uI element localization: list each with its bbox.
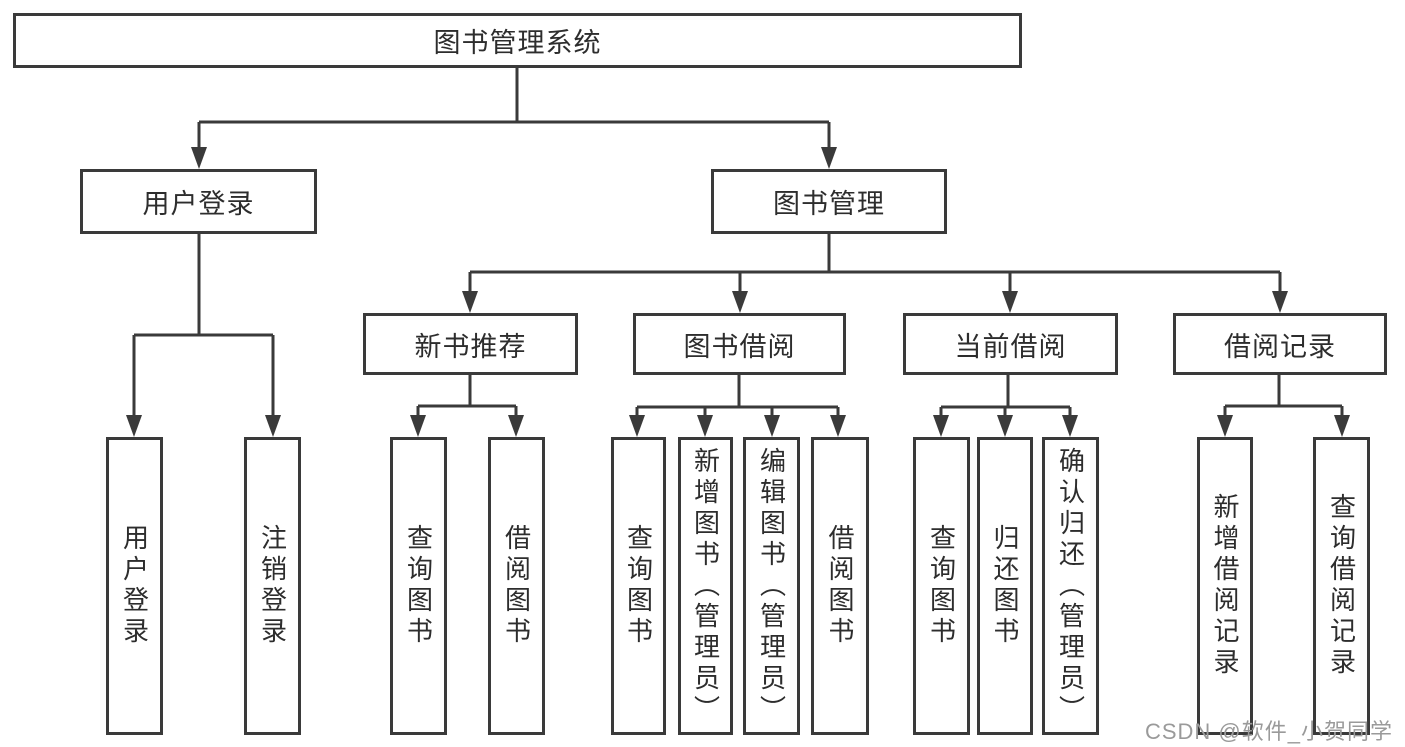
node-book-borrow: 图书借阅 <box>633 313 846 375</box>
connector-recommend <box>416 375 518 418</box>
connector-book-mgmt <box>468 234 1282 294</box>
leaf-borrow-add-books-admin: 新增图书（管理员） <box>678 437 733 735</box>
leaf-records-query-record: 查询借阅记录 <box>1313 437 1370 735</box>
leaf-recommend-query-books: 查询图书 <box>390 437 447 735</box>
connector-root <box>197 68 831 151</box>
leaf-recommend-borrow-books: 借阅图书 <box>488 437 545 735</box>
leaf-records-add-record: 新增借阅记录 <box>1197 437 1253 735</box>
leaf-user-login: 用户登录 <box>106 437 163 735</box>
node-borrow-records: 借阅记录 <box>1173 313 1387 375</box>
leaf-borrow-edit-books-admin: 编辑图书（管理员） <box>743 437 800 735</box>
node-book-management: 图书管理 <box>711 169 947 234</box>
leaf-borrow-borrow-books: 借阅图书 <box>811 437 869 735</box>
csdn-watermark: CSDN @软件_小贺同学 <box>1144 719 1393 744</box>
node-new-book-recommend: 新书推荐 <box>363 313 578 375</box>
connector-records <box>1223 375 1344 418</box>
leaf-logout: 注销登录 <box>244 437 301 735</box>
node-root: 图书管理系统 <box>13 13 1022 68</box>
leaf-current-confirm-return-admin: 确认归还（管理员） <box>1042 437 1099 735</box>
connector-user-login <box>132 234 275 418</box>
node-user-login: 用户登录 <box>80 169 317 234</box>
leaf-current-query-books: 查询图书 <box>913 437 970 735</box>
connector-borrow <box>635 375 840 418</box>
leaf-borrow-query-books: 查询图书 <box>611 437 666 735</box>
leaf-current-return-books: 归还图书 <box>977 437 1033 735</box>
node-current-borrow: 当前借阅 <box>903 313 1118 375</box>
connector-current <box>939 375 1072 418</box>
